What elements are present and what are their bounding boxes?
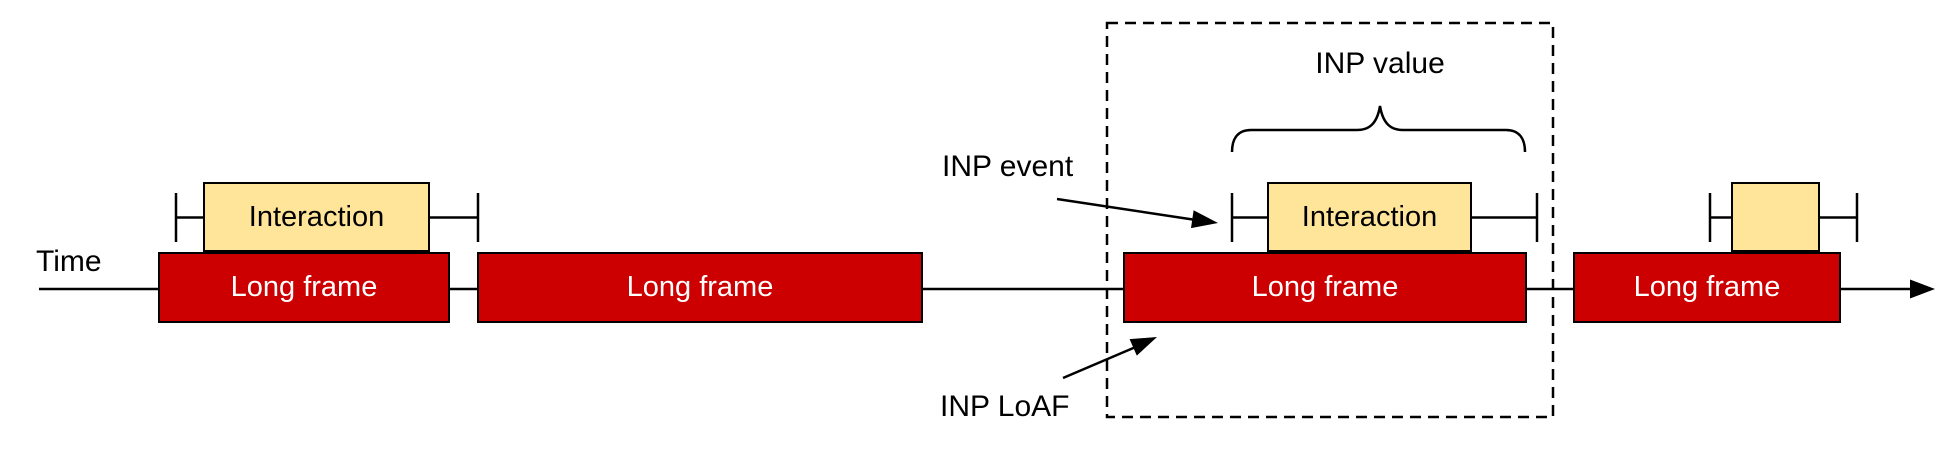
inp-value-brace	[1230, 105, 1527, 153]
long-frame-1: Long frame	[158, 252, 450, 323]
inp-event-arrowhead-icon	[1191, 210, 1218, 229]
long-frame-4: Long frame	[1573, 252, 1841, 323]
interaction-3-end-whisker	[1820, 193, 1859, 242]
inp-value-label: INP value	[1315, 47, 1445, 80]
interaction-2: Interaction	[1267, 182, 1472, 252]
stroke-group	[39, 21, 1914, 419]
inp-window-dashed-box	[1105, 21, 1555, 419]
timeline-arrowhead-icon	[1910, 279, 1935, 299]
interaction-2-end-whisker	[1472, 193, 1539, 242]
inp-loaf-label: INP LoAF	[940, 390, 1070, 423]
inp-event-arrow-shaft	[1056, 197, 1197, 222]
long-frame-3: Long frame	[1123, 252, 1527, 323]
inp-loaf-arrowhead-icon	[1129, 337, 1157, 356]
time-label: Time	[36, 245, 102, 278]
long-frame-2: Long frame	[477, 252, 923, 323]
interaction-1-end-whisker	[430, 193, 480, 242]
interaction-3	[1731, 182, 1820, 252]
arrowhead-group	[1129, 210, 1935, 356]
interaction-1-start-whisker	[174, 193, 204, 242]
interaction-2-start-whisker	[1230, 193, 1268, 242]
interaction-3-start-whisker	[1708, 193, 1732, 242]
inp-event-label: INP event	[942, 150, 1074, 183]
inp-loaf-arrow-shaft	[1062, 344, 1139, 380]
interaction-1: Interaction	[203, 182, 430, 252]
